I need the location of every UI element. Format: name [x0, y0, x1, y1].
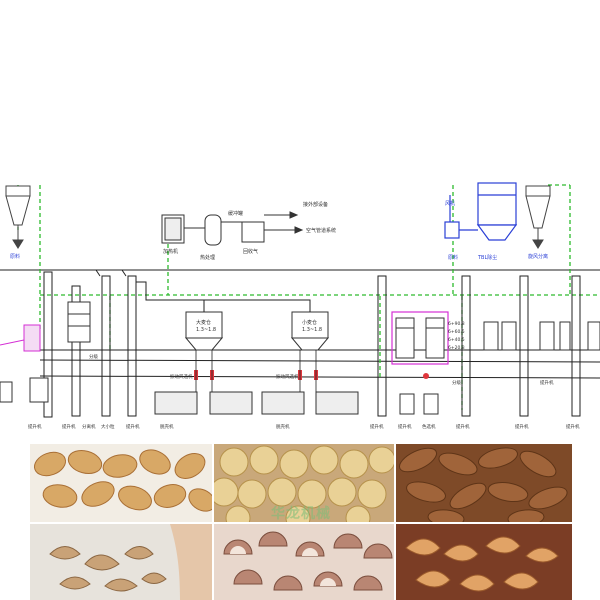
bottom-label: 提升机 [370, 423, 384, 430]
outlet-2-label: 空气管道系统 [306, 227, 336, 234]
dust-a-label: 原料 [448, 254, 458, 261]
color-sorter [395, 317, 445, 359]
feed-lines [136, 281, 311, 312]
fan-label: 风机 [445, 200, 455, 207]
hopper-1-sub: 1.3~1.8 [196, 327, 216, 333]
bottom-right-machines [399, 393, 439, 415]
small-machine-left [0, 301, 91, 403]
recycle-label: 回收气 [243, 248, 258, 255]
huller-row [154, 391, 359, 415]
bottom-label: 提升机 [398, 423, 412, 430]
bottom-label: 脱壳机 [160, 423, 174, 430]
line-label-row: 振动风选机 振动风选机 分级 分级 提升机 [89, 353, 554, 386]
elevators [43, 269, 581, 418]
bottom-label: 提升机 [62, 423, 76, 430]
watermark: 华龙机械 [30, 503, 572, 523]
dust-b-label: TBL除尘 [477, 254, 497, 261]
heater-unit [161, 211, 304, 246]
reactor-label: 热处理 [200, 254, 215, 261]
bottom-label: 提升机 [515, 423, 529, 430]
red-valves [194, 370, 429, 380]
grader-left [0, 324, 41, 352]
bottom-label-row: 提升机 提升机 分离机 大小粒 提升机 脱壳机 脱壳机 提升机 提升机 色选机 … [28, 423, 580, 430]
bottom-label: 大小粒 [101, 423, 115, 430]
process-flow-diagram: 原料 加热机 热处理 缓冲罐 回收气 接外部设备 空气管道系统 风机 原料 TB… [0, 182, 600, 430]
spec-4: 6+20.8 [448, 345, 465, 351]
bottom-label: 提升机 [126, 423, 140, 430]
watermark-text: 华龙机械 [271, 506, 331, 522]
hopper-1 [184, 311, 224, 351]
cyclone-right [525, 185, 551, 249]
buffer-label: 缓冲罐 [228, 210, 243, 217]
heater-label: 加热机 [163, 248, 178, 255]
cyclone-right-label: 旋风分离 [528, 253, 548, 260]
bottom-label: 脱壳机 [276, 423, 290, 430]
huller-vertical-lines [195, 350, 317, 392]
apricot-kernels-photo [30, 444, 212, 522]
magenta-loop [391, 311, 449, 365]
dust-collector [444, 182, 518, 241]
spec-1: 6+90.8 [448, 321, 465, 327]
almond-kernels-photo [396, 444, 572, 522]
line-label: 分级 [452, 379, 461, 386]
spec-2: 6+60.5 [448, 329, 465, 335]
hopper-2 [290, 311, 330, 351]
line-label: 分级 [89, 353, 98, 360]
hopper-1-title: 大麦仓 [196, 319, 211, 326]
bottom-label: 分离机 [82, 423, 96, 430]
outlet-1-label: 接外部设备 [303, 201, 328, 208]
line-label: 振动风选机 [170, 373, 193, 380]
spec-3: 6+40.5 [448, 337, 465, 343]
bottom-label: 提升机 [456, 423, 470, 430]
bottom-label: 色选机 [422, 423, 436, 430]
hopper-2-sub: 1.3~1.8 [302, 327, 322, 333]
cyclone-left [5, 185, 31, 249]
bottom-label: 提升机 [28, 423, 42, 430]
bottom-label: 提升机 [566, 423, 580, 430]
cyclone-left-label: 原料 [10, 253, 20, 260]
line-label: 振动风选机 [276, 373, 299, 380]
hopper-2-title: 小麦仓 [302, 319, 317, 326]
hazelnut-kernels-photo [214, 444, 394, 522]
almond-shells-photo [396, 524, 572, 600]
apricot-shells-photo [30, 524, 212, 600]
hazelnut-shells-photo [214, 524, 394, 600]
separator-group [483, 321, 600, 351]
line-label: 提升机 [540, 379, 554, 386]
